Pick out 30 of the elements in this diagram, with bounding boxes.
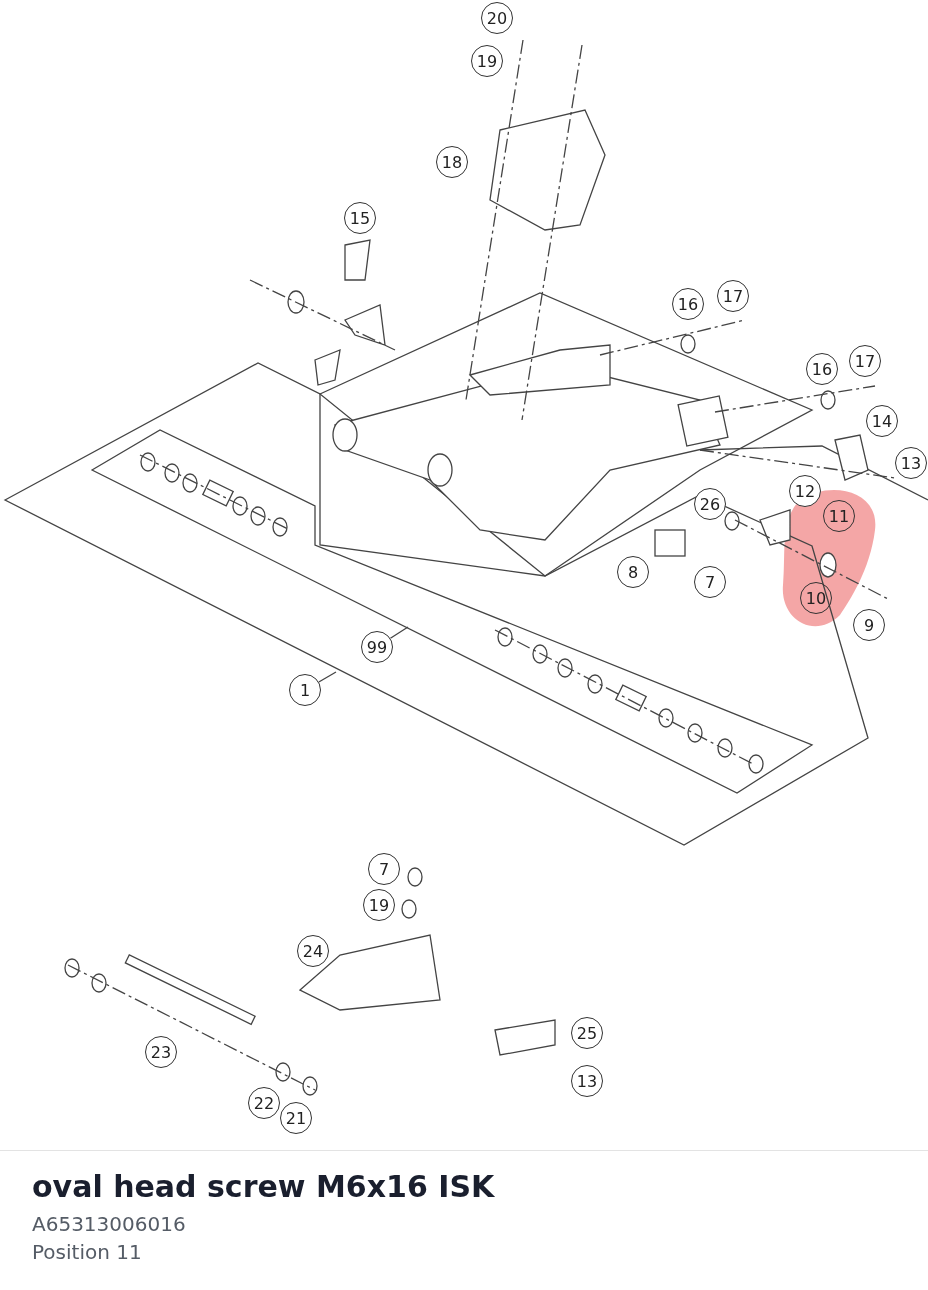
callout-number: 20 <box>481 2 513 34</box>
callout-number: 19 <box>471 45 503 77</box>
callout-number: 9 <box>853 609 885 641</box>
callout-number: 16 <box>806 353 838 385</box>
callout-number: 16 <box>672 288 704 320</box>
callout-number: 1 <box>289 674 321 706</box>
callout-number: 7 <box>694 566 726 598</box>
callout-number: 23 <box>145 1036 177 1068</box>
callout-number: 19 <box>363 889 395 921</box>
callout-number: 22 <box>248 1087 280 1119</box>
callout-number: 13 <box>571 1065 603 1097</box>
callout-number: 25 <box>571 1017 603 1049</box>
callout-number: 26 <box>694 488 726 520</box>
leader-line <box>389 626 409 639</box>
callout-number: 8 <box>617 556 649 588</box>
part-detail: Position 11 <box>32 1239 143 1266</box>
callout-number: 17 <box>849 345 881 377</box>
part-title: oval head screw M6x16 ISK <box>32 1169 496 1204</box>
callout-number: 17 <box>717 280 749 312</box>
callout-number: 24 <box>297 935 329 967</box>
callout-number: 13 <box>895 447 927 479</box>
callout-number: 21 <box>280 1102 312 1134</box>
callout-number: 14 <box>866 405 898 437</box>
callout-number: 18 <box>436 146 468 178</box>
callout-number: 7 <box>368 853 400 885</box>
callout-number: 12 <box>789 475 821 507</box>
callout-number: 15 <box>344 202 376 234</box>
part-detail: A65313006016 <box>32 1211 187 1238</box>
leader-line <box>318 671 337 683</box>
callout-number: 99 <box>361 631 393 663</box>
